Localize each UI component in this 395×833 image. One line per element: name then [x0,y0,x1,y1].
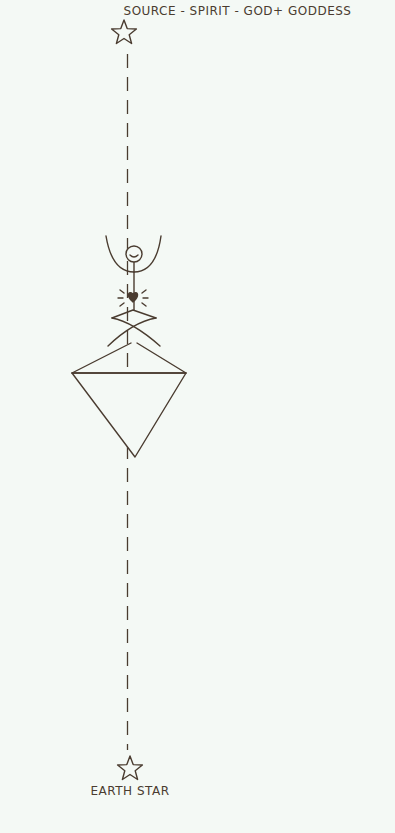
ray [142,290,146,293]
heart [128,293,137,302]
star-label: EARTH STAR [80,784,180,798]
leg [108,318,156,346]
head [126,246,142,262]
star-symbol [80,754,180,784]
diamond-lower [72,373,186,457]
body [133,262,134,310]
ray [120,290,124,293]
star-node: EARTH STAR [80,754,180,798]
diamond-upper-left [72,343,131,373]
star-node: SOURCE - SPIRIT - GOD+ GODDESS [95,4,380,48]
hips [112,310,156,318]
star-symbol [95,18,380,48]
diamond-rim [72,372,186,373]
diamond-upper-right [137,343,186,373]
star-label: SOURCE - SPIRIT - GOD+ GODDESS [95,4,380,18]
ray [120,303,124,306]
ray [118,297,123,298]
ray [142,303,146,306]
ray [143,297,148,298]
smile [130,255,138,257]
leg [112,318,160,346]
